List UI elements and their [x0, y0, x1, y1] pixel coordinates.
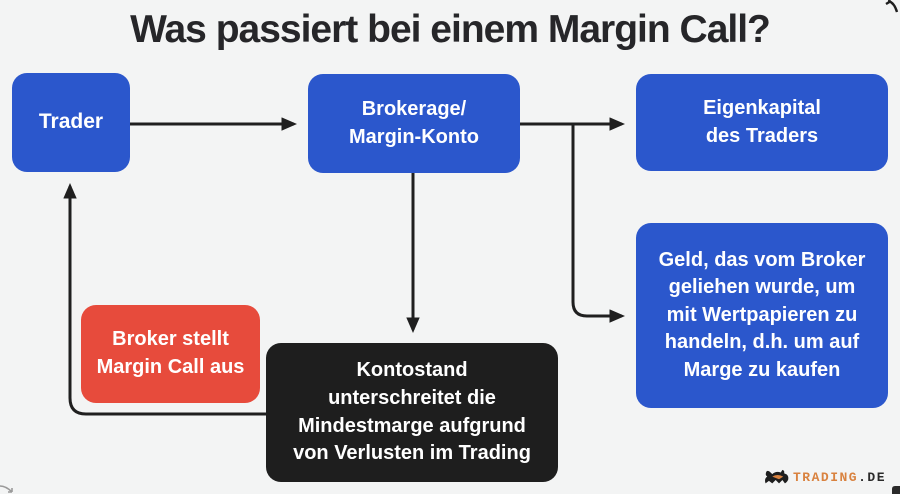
corner-doodle-bottom-right [892, 486, 900, 494]
page-title: Was passiert bei einem Margin Call? [130, 8, 771, 51]
corner-doodle-top-right [885, 0, 899, 13]
node-eigenkapital: Eigenkapital des Traders [636, 74, 888, 171]
brand-logo: TRADING.DE [763, 469, 886, 486]
node-geliehenes-geld-label: Geld, das vom Broker geliehen wurde, um … [658, 248, 866, 381]
node-geliehenes-geld: Geld, das vom Broker geliehen wurde, um … [636, 223, 888, 408]
bull-icon [764, 469, 789, 484]
node-brokerage-label: Brokerage/ Margin-Konto [349, 97, 479, 148]
node-eigenkapital-label: Eigenkapital des Traders [703, 96, 821, 147]
logo-tld-text: .DE [858, 470, 886, 485]
node-trader-label: Trader [38, 110, 104, 134]
arrow-account-to-trader [63, 182, 266, 416]
logo-brand-text: TRADING [792, 470, 859, 485]
node-kontostand: Kontostand unterschreitet die Mindestmar… [266, 343, 558, 482]
node-kontostand-label: Kontostand unterschreitet die Mindestmar… [293, 359, 531, 465]
node-margin-call: Broker stellt Margin Call aus [81, 305, 260, 403]
logo-text: TRADING.DE [793, 470, 886, 485]
node-trader: Trader [12, 73, 130, 172]
node-brokerage-margin-konto: Brokerage/ Margin-Konto [308, 74, 520, 173]
node-margin-call-label: Broker stellt Margin Call aus [96, 328, 245, 378]
corner-doodle-bottom-left [0, 485, 13, 493]
arrow-brokerage-to-borrowed [571, 124, 626, 323]
